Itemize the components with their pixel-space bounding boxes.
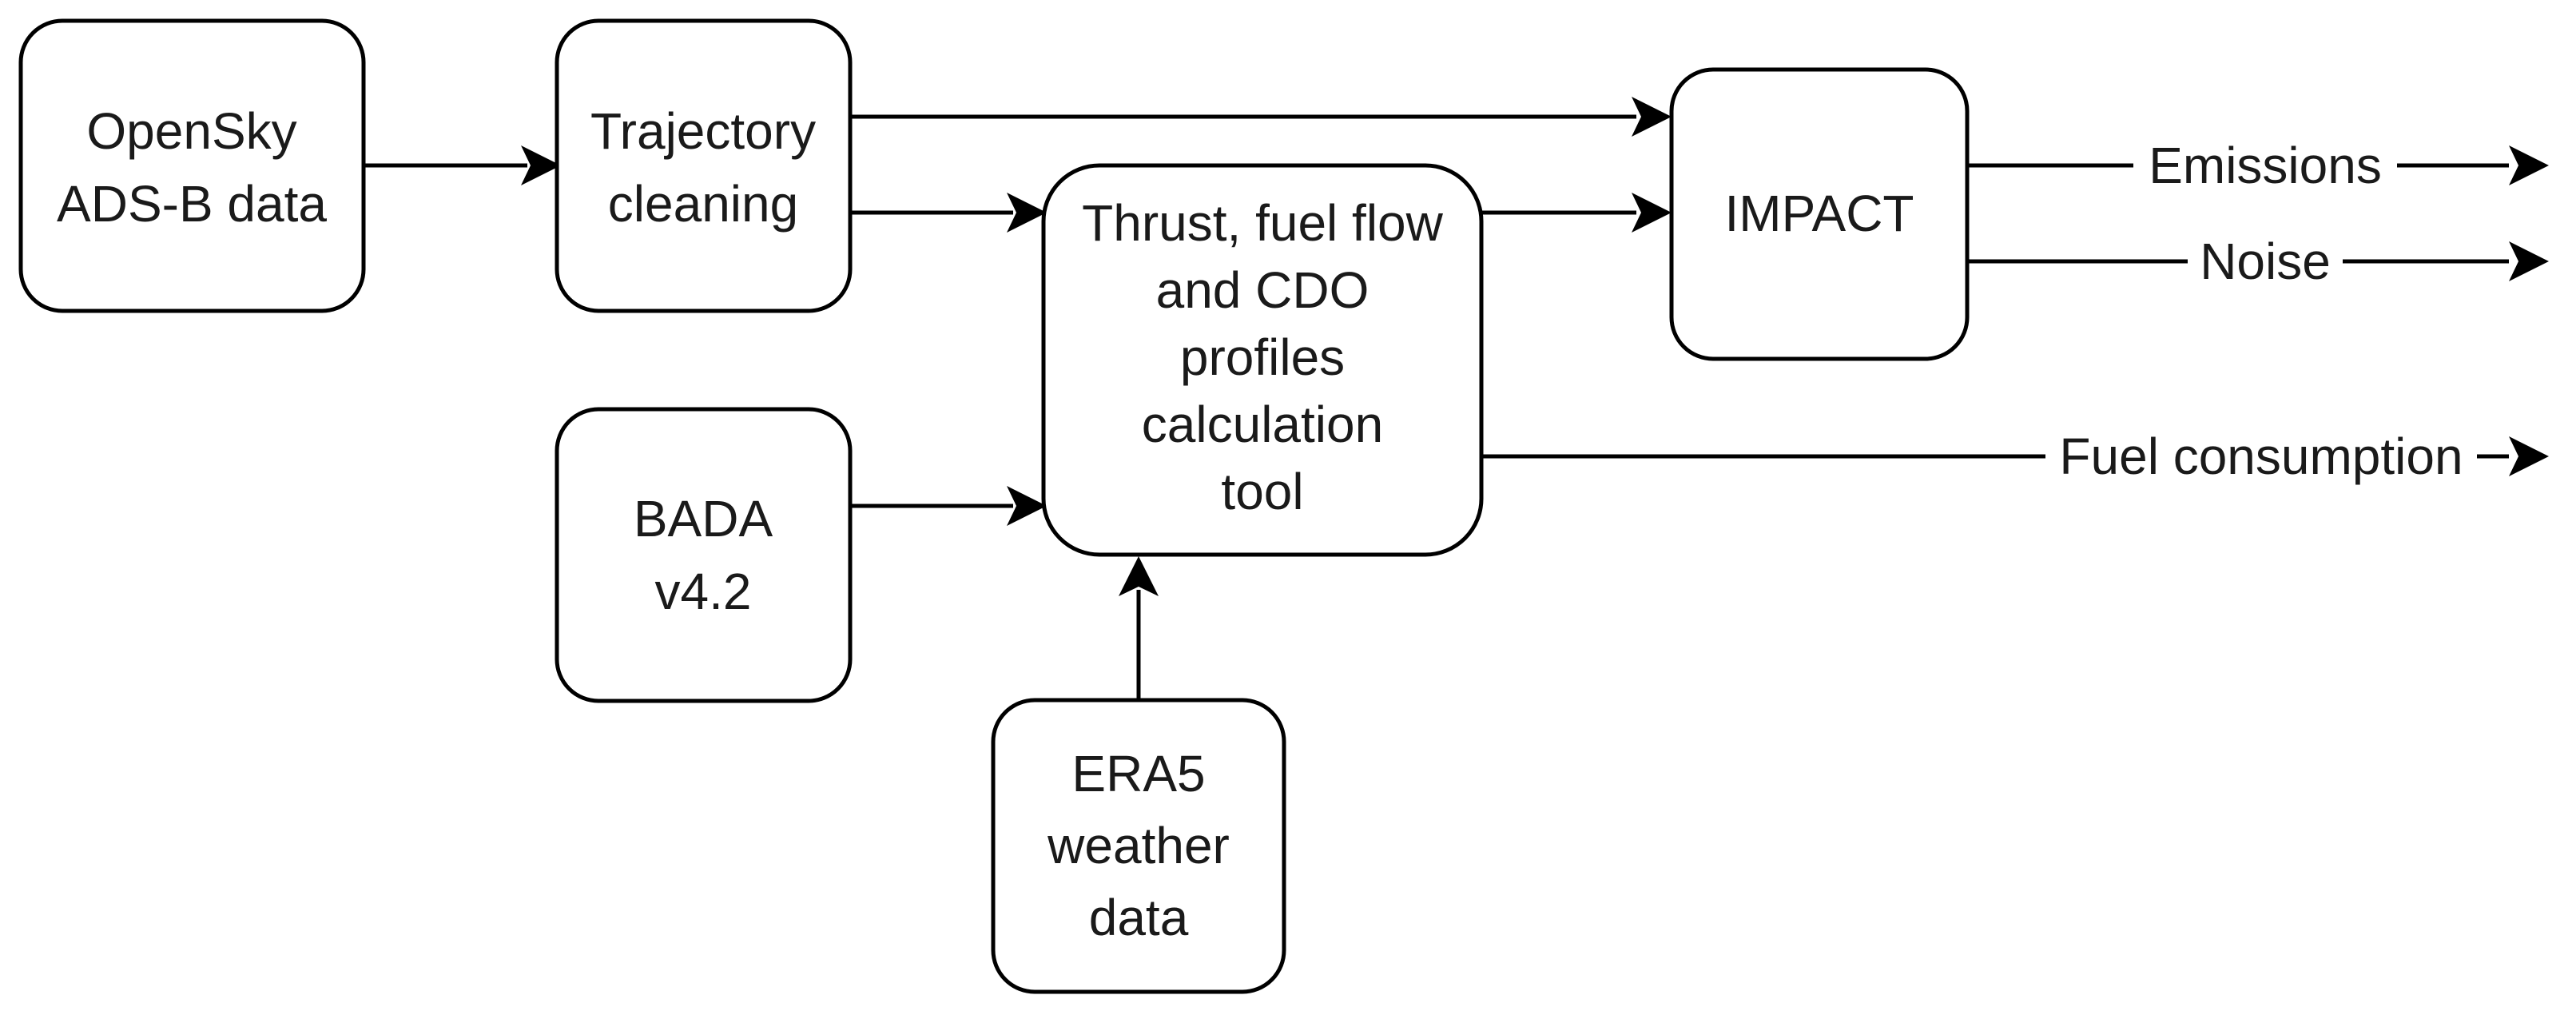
arrowhead-icon: [1632, 193, 1672, 233]
node-impact-line-1: IMPACT: [1724, 185, 1914, 242]
node-bada-line-2: v4.2: [655, 563, 752, 620]
node-opensky: OpenSky ADS-B data: [18, 18, 366, 313]
edge-era5-to-thrust: [1119, 556, 1159, 700]
node-thrust-line-1: Thrust, fuel flow: [1082, 194, 1444, 252]
node-era5-line-1: ERA5: [1071, 745, 1205, 802]
node-bada-line-1: BADA: [634, 490, 773, 547]
edge-bada-to-thrust: [850, 486, 1047, 526]
node-trajectory-line-2: cleaning: [608, 175, 798, 233]
node-opensky-line-2: ADS-B data: [57, 175, 327, 233]
edge-trajectory-to-thrust: [850, 193, 1047, 233]
node-trajectory-line-1: Trajectory: [590, 102, 816, 160]
node-thrust-line-5: tool: [1221, 463, 1303, 520]
edge-noise: Noise: [1967, 232, 2549, 291]
node-era5-line-2: weather: [1047, 817, 1230, 874]
edge-emissions: Emissions: [1967, 136, 2549, 195]
arrowhead-icon: [1632, 97, 1672, 137]
edge-label-fuel-consumption: Fuel consumption: [2059, 428, 2463, 485]
edge-label-emissions: Emissions: [2149, 137, 2382, 194]
arrowhead-icon: [1007, 486, 1047, 526]
arrowhead-icon: [1007, 193, 1047, 233]
arrowhead-icon: [2509, 241, 2549, 281]
node-thrust-line-2: and CDO: [1156, 261, 1369, 319]
edge-opensky-to-trajectory: [364, 145, 561, 185]
edge-thrust-to-impact: [1481, 193, 1672, 233]
edge-fuel-consumption: Fuel consumption: [1481, 427, 2549, 486]
arrowhead-icon: [1119, 556, 1159, 596]
node-era5-line-3: data: [1089, 889, 1189, 946]
node-impact: IMPACT: [1669, 67, 1970, 361]
node-trajectory-cleaning: Trajectory cleaning: [555, 18, 853, 313]
node-opensky-line-1: OpenSky: [86, 102, 296, 160]
node-bada: BADA v4.2: [555, 407, 853, 703]
edge-trajectory-to-impact: [850, 97, 1672, 137]
arrowhead-icon: [2509, 145, 2549, 185]
arrowhead-icon: [521, 145, 561, 185]
node-thrust-tool: Thrust, fuel flow and CDO profiles calcu…: [1041, 163, 1484, 557]
node-thrust-line-3: profiles: [1180, 328, 1345, 386]
arrowhead-icon: [2509, 436, 2549, 476]
node-thrust-line-4: calculation: [1142, 396, 1383, 453]
edge-label-noise: Noise: [2200, 233, 2331, 290]
node-era5: ERA5 weather data: [991, 698, 1286, 994]
